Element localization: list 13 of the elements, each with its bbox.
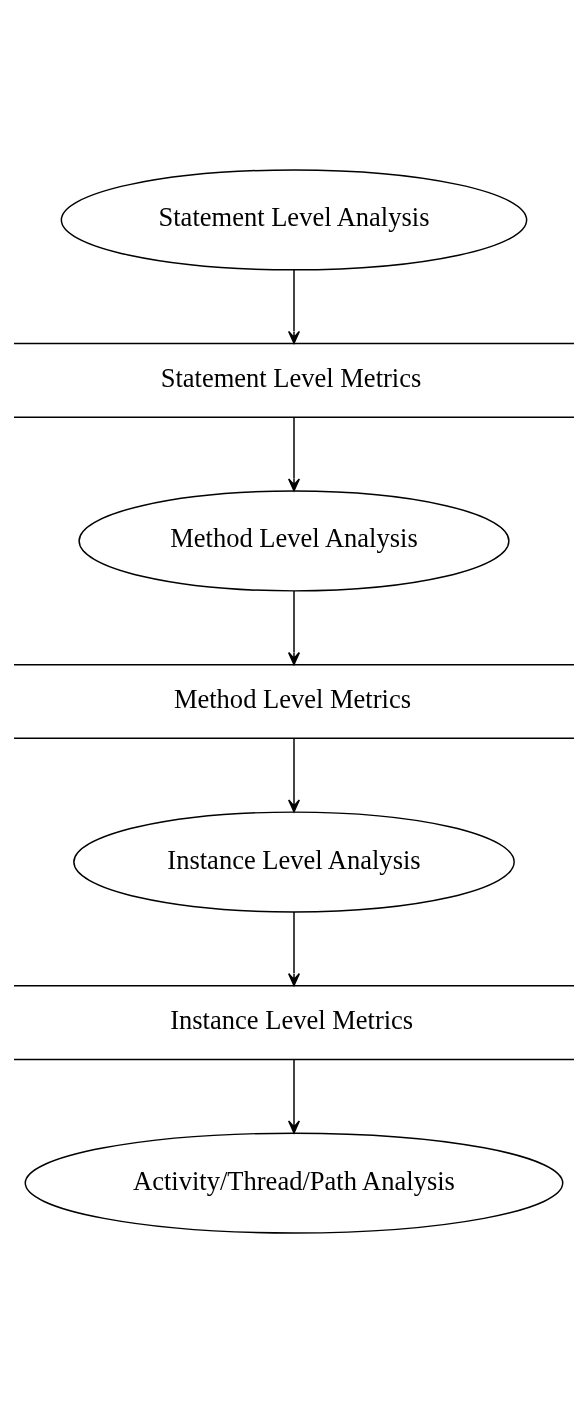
arrow xyxy=(287,268,301,344)
arrow xyxy=(287,910,301,986)
arrow xyxy=(287,737,301,813)
node-text: Statement Level Metrics xyxy=(160,362,422,393)
arrow xyxy=(287,416,301,491)
node-ellipse: Statement Level Analysis xyxy=(60,168,528,271)
node-ellipse: Instance Level Analysis xyxy=(73,810,515,913)
node-ellipse: Method Level Analysis xyxy=(78,489,510,592)
node-text: Method Level Metrics xyxy=(173,683,412,714)
arrow xyxy=(287,1058,301,1134)
node-text: Instance Level Metrics xyxy=(170,1004,414,1035)
node-ellipse: Activity/Thread/Path Analysis xyxy=(24,1131,564,1234)
arrow xyxy=(287,589,301,665)
